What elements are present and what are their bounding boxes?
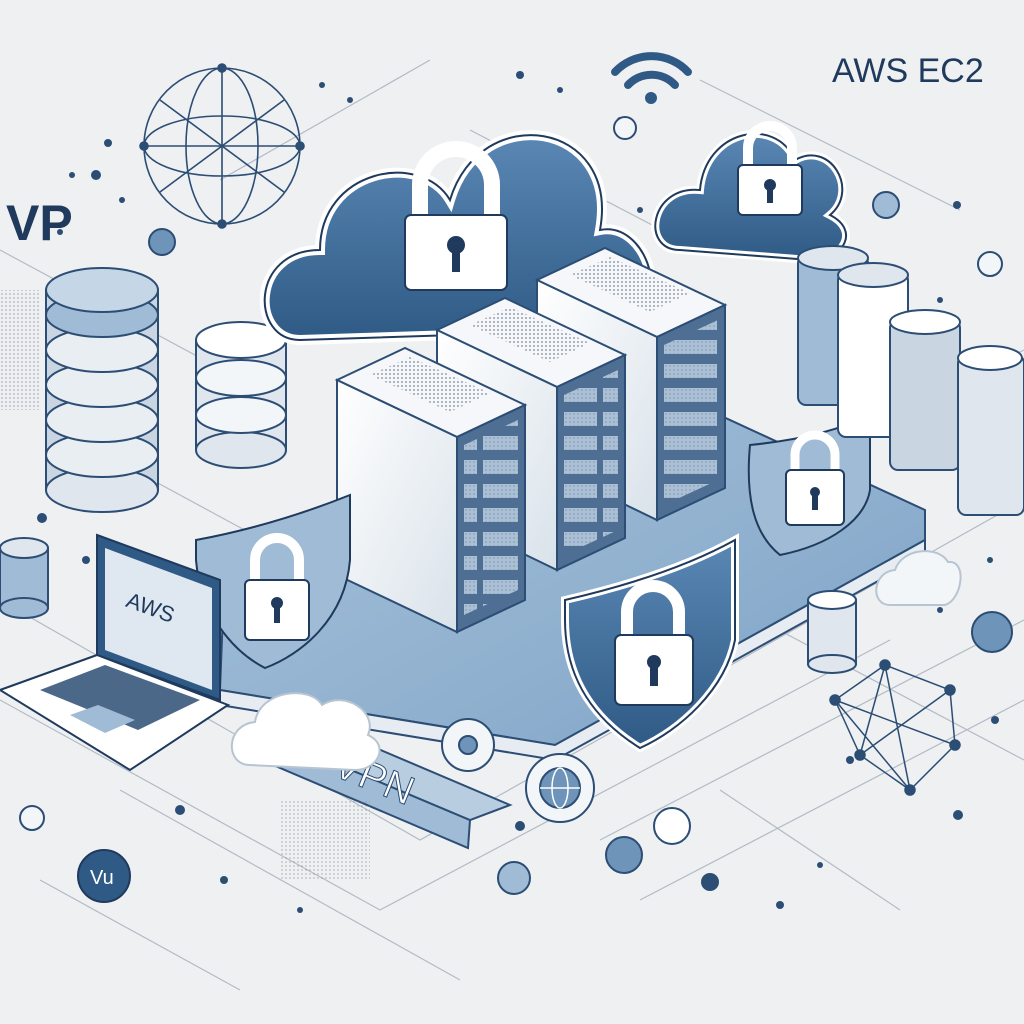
cloud-icon-white-left [230, 692, 381, 772]
dot-texture-bottom [280, 800, 370, 880]
corner-title: AWS EC2 [832, 52, 984, 90]
dot-texture-left [0, 290, 40, 410]
shield-lock-icon-right [747, 413, 871, 557]
server-rack-icon-back [534, 246, 728, 522]
orb-icons [19, 116, 1013, 895]
shield-lock-icon-left [195, 493, 351, 670]
node-badge-icon: Vu [77, 849, 131, 903]
globe-icon [525, 753, 595, 823]
node-badge-label: Vu [90, 867, 114, 889]
laptop-icon: AWS [0, 533, 231, 772]
database-stack-left [45, 267, 159, 513]
database-small-far-left [0, 537, 49, 619]
small-cylinder-right [807, 590, 857, 674]
left-fragment-label: VP [6, 195, 73, 251]
wireframe-globe-icon [139, 63, 305, 229]
shield-lock-icon-main [561, 533, 739, 753]
wifi-icon [611, 52, 692, 104]
cloud-icon-white-right [875, 550, 962, 606]
cloud-lock-icon-small [651, 121, 851, 265]
database-small-left [195, 321, 287, 469]
network-mesh-icon [829, 659, 961, 796]
storage-unit-group-right [797, 245, 1024, 516]
server-rack-icon-front [334, 346, 528, 634]
